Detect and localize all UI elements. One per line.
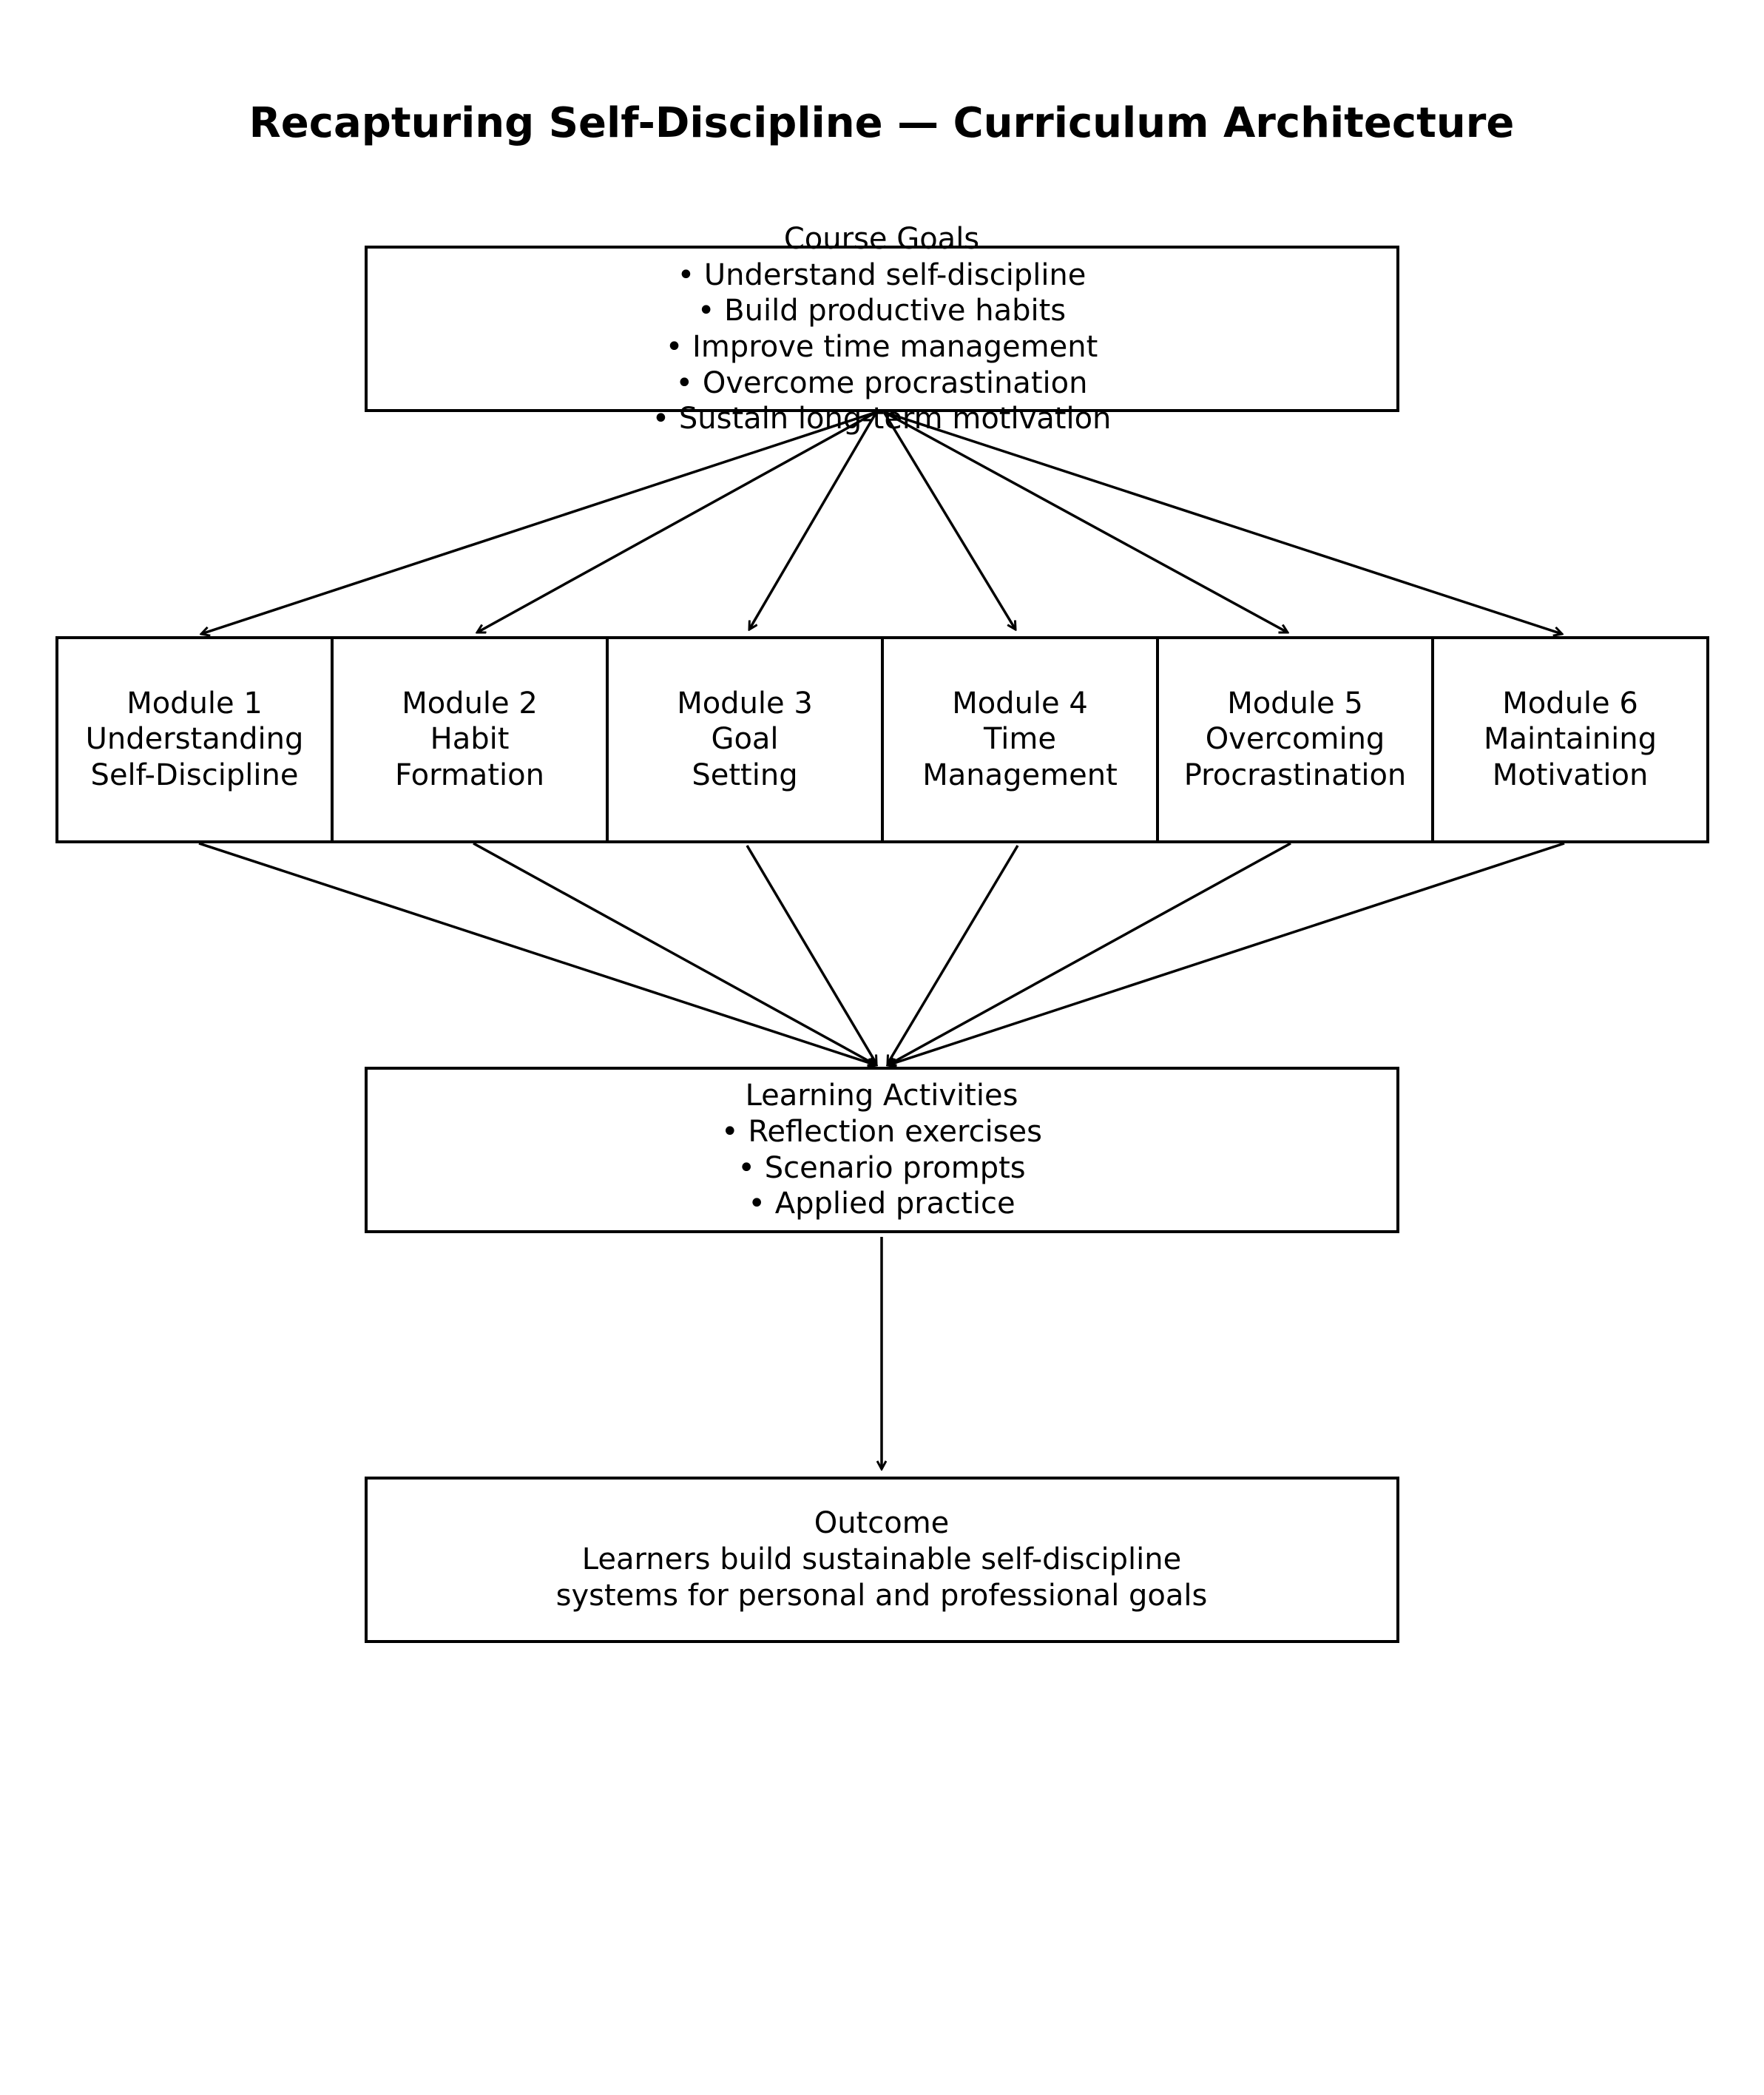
module-4-label: Management: [922, 758, 1118, 792]
module-2-label: Formation: [395, 758, 544, 792]
course-goal-item: • Build productive habits: [697, 294, 1066, 328]
course-goal-item: • Overcome procrastination: [676, 366, 1088, 400]
module-2-label: Module 2: [402, 686, 538, 721]
module-3-label: Goal: [711, 722, 778, 756]
arrow-module-2-activities: [473, 842, 876, 1067]
module-1-box: Module 1 Understanding Self-Discipline: [55, 636, 334, 843]
module-4-box: Module 4 Time Management: [881, 636, 1159, 843]
module-5-label: Overcoming: [1206, 722, 1385, 756]
diagram-title: Recapturing Self-Discipline — Curriculum…: [249, 99, 1515, 147]
module-2-label: Habit: [430, 722, 510, 756]
arrow-goals-module-2: [477, 411, 877, 634]
learning-activities-box: Learning Activities • Reflection exercis…: [365, 1067, 1399, 1233]
module-6-label: Module 6: [1502, 686, 1638, 721]
arrow-module-3-activities: [746, 845, 876, 1064]
arrow-module-6-activities: [888, 842, 1565, 1065]
arrow-goals-module-6: [883, 411, 1562, 634]
course-goals-box: Course Goals • Understand self-disciplin…: [365, 222, 1399, 436]
outcome-heading: Outcome: [814, 1506, 950, 1540]
arrow-goals-module-3: [749, 411, 878, 630]
learning-activity-item: • Reflection exercises: [721, 1115, 1042, 1149]
course-goal-item: • Improve time management: [666, 330, 1098, 364]
arrow-goals-module-1: [201, 411, 877, 634]
module-5-box: Module 5 Overcoming Procrastination: [1156, 636, 1434, 843]
module-2-box: Module 2 Habit Formation: [331, 636, 609, 843]
arrow-module-4-activities: [888, 845, 1019, 1064]
module-4-label: Module 4: [952, 686, 1088, 721]
modules-to-activities-arrows: [198, 842, 1565, 1067]
module-1-label: Self-Discipline: [91, 758, 299, 792]
course-goal-item: • Sustain long-term motivation: [652, 402, 1112, 436]
module-3-box: Module 3 Goal Setting: [606, 636, 884, 843]
module-6-label: Maintaining: [1484, 722, 1657, 756]
module-3-label: Module 3: [677, 686, 813, 721]
arrow-goals-module-5: [883, 411, 1288, 634]
outcome-box: Outcome Learners build sustainable self-…: [365, 1477, 1399, 1643]
module-5-label: Module 5: [1227, 686, 1363, 721]
module-5-label: Procrastination: [1184, 758, 1407, 792]
module-6-label: Motivation: [1493, 758, 1649, 792]
learning-activity-item: • Applied practice: [748, 1187, 1015, 1221]
module-3-label: Setting: [692, 758, 797, 792]
learning-activity-item: • Scenario prompts: [737, 1151, 1025, 1185]
goals-to-modules-arrows: [201, 411, 1562, 634]
outcome-line: systems for personal and professional go…: [556, 1579, 1208, 1613]
arrow-module-5-activities: [888, 842, 1291, 1067]
learning-activities-heading: Learning Activities: [746, 1079, 1018, 1113]
outcome-line: Learners build sustainable self-discipli…: [582, 1542, 1181, 1576]
arrow-goals-module-4: [882, 411, 1016, 630]
module-1-label: Understanding: [86, 722, 304, 756]
module-6-box: Module 6 Maintaining Motivation: [1431, 636, 1709, 843]
module-4-label: Time: [983, 722, 1056, 756]
arrow-module-1-activities: [198, 842, 876, 1065]
module-1-label: Module 1: [126, 686, 263, 721]
course-goals-heading: Course Goals: [784, 222, 979, 256]
course-goal-item: • Understand self-discipline: [677, 258, 1087, 292]
